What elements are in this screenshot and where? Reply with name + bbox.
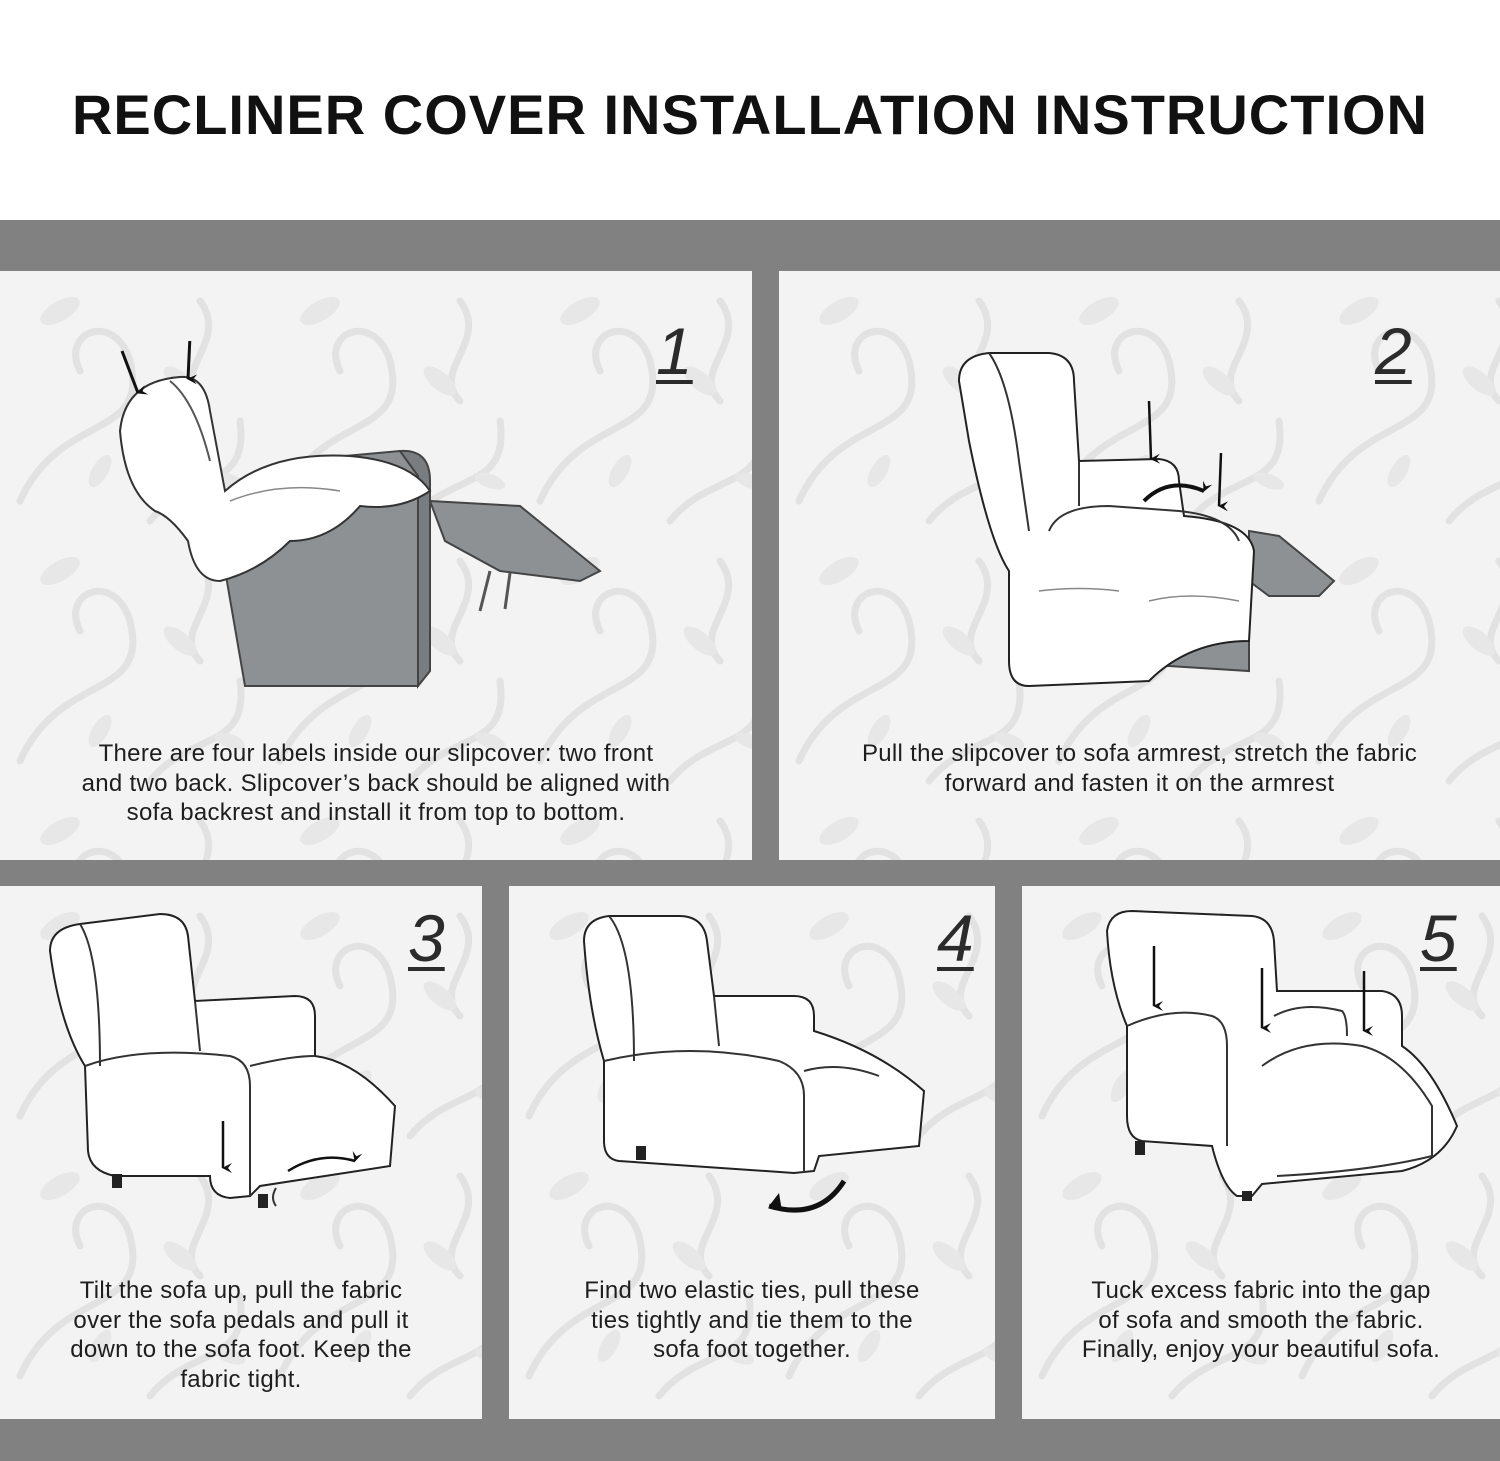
caption-line: ties tightly and tie them to the	[591, 1306, 913, 1334]
caption-line: Finally, enjoy your beautiful sofa.	[1081, 1336, 1441, 1363]
step-number: 1	[656, 314, 693, 388]
step-number: 5	[1420, 901, 1457, 975]
caption-line: Pull the slipcover to sofa armrest, stre…	[861, 740, 1418, 767]
step-caption: There are four labels inside our slipcov…	[0, 739, 752, 828]
caption-line: of sofa and smooth the fabric.	[1098, 1306, 1424, 1334]
step-panel-4: 4 Find two elastic ties, pull these ties…	[509, 886, 995, 1419]
step-caption: Tuck excess fabric into the gap of sofa …	[1022, 1276, 1500, 1365]
caption-line: and two back. Slipcover’s back should be…	[81, 769, 671, 797]
step-caption: Find two elastic ties, pull these ties t…	[509, 1276, 995, 1365]
caption-line: There are four labels inside our slipcov…	[98, 740, 654, 767]
caption-line: sofa backrest and install it from top to…	[126, 799, 626, 826]
page-title: RECLINER COVER INSTALLATION INSTRUCTION	[71, 83, 1428, 146]
caption-line: sofa foot together.	[653, 1336, 851, 1363]
step-number: 4	[937, 901, 974, 975]
caption-line: Tuck excess fabric into the gap	[1091, 1277, 1431, 1304]
step-panel-3: 3 Tilt the sofa up, pull the fabric over…	[0, 886, 482, 1419]
step-caption: Tilt the sofa up, pull the fabric over t…	[0, 1276, 482, 1394]
recliner-illustration	[957, 352, 1336, 688]
recliner-illustration	[1105, 909, 1459, 1201]
caption-line: fabric tight.	[180, 1365, 302, 1393]
step-caption: Pull the slipcover to sofa armrest, stre…	[779, 739, 1500, 798]
step-number: 2	[1375, 314, 1412, 388]
step-panel-2: 2 Pull the slipcover to sofa armrest, st…	[779, 271, 1500, 860]
step-panel-1: 1 There are four labels inside our slipc…	[0, 271, 752, 860]
recliner-illustration	[582, 915, 926, 1213]
recliner-illustration	[48, 912, 397, 1208]
recliner-illustration	[118, 341, 602, 689]
caption-line: over the sofa pedals and pull it	[73, 1306, 409, 1334]
caption-line: forward and fasten it on the armrest	[944, 769, 1335, 797]
caption-line: Find two elastic ties, pull these	[584, 1277, 920, 1304]
step-panel-5: 5 Tuck excess fabric into the gap of sof…	[1022, 886, 1500, 1419]
step-number: 3	[408, 901, 445, 975]
caption-line: down to the sofa foot. Keep the	[70, 1336, 412, 1363]
caption-line: Tilt the sofa up, pull the fabric	[79, 1277, 403, 1304]
